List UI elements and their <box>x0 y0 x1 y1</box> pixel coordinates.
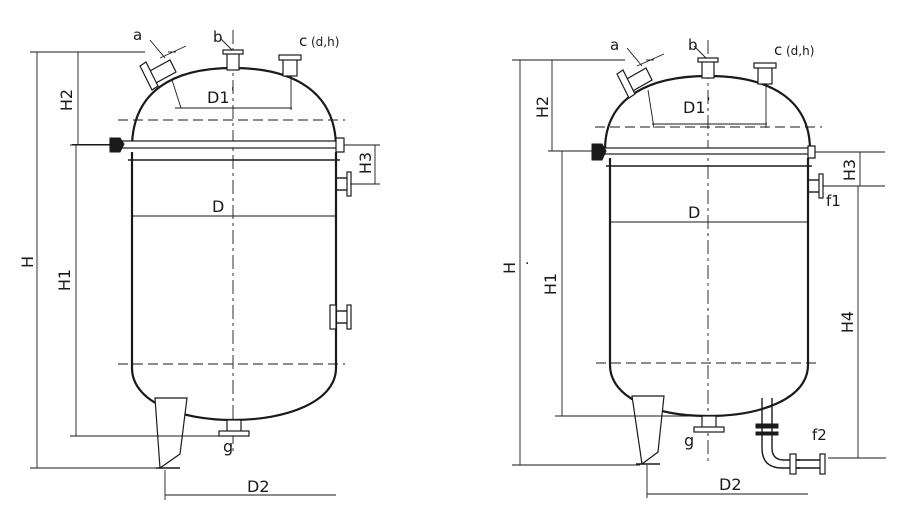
right-label-h3: H3 <box>840 159 859 181</box>
right-label-b: b <box>688 36 698 54</box>
right-label-g: g <box>684 431 694 450</box>
left-label-d1: D1 <box>207 88 230 107</box>
right-leader-b <box>693 45 707 59</box>
left-side-nozzle-lower <box>329 304 352 330</box>
right-label-h1: H1 <box>541 273 560 295</box>
left-label-h: H <box>18 256 37 268</box>
right-label-d2: D2 <box>719 475 742 494</box>
right-nozzle-b <box>697 57 719 79</box>
left-nozzle-b <box>222 49 244 71</box>
right-label-h: H <box>500 262 519 274</box>
right-support-leg <box>631 395 665 466</box>
right-label-c-suffix: (d,h) <box>786 44 814 58</box>
left-label-h3: H3 <box>356 152 375 174</box>
left-label-d: D <box>212 197 224 216</box>
vessel-left: a b c (d,h) D1 ' D g D2 H H2 H1 H3 <box>18 26 380 500</box>
left-leader-b <box>219 37 233 51</box>
left-nozzle-c <box>278 54 302 77</box>
left-label-d1-prime: ' <box>231 85 234 99</box>
left-outlet-g <box>218 419 250 437</box>
right-label-f2: f2 <box>812 426 827 444</box>
left-label-a: a <box>133 26 142 44</box>
right-label-h2: H2 <box>533 96 552 118</box>
left-label-d2: D2 <box>247 477 270 496</box>
right-nozzle-a <box>616 53 665 99</box>
right-flange-clamp-left <box>591 143 607 161</box>
left-body-flange <box>109 140 341 149</box>
right-outlet-g <box>693 415 725 433</box>
vessel-right: a b c (d,h) D1 ' D f1 f2 g D2 H · H2 H1 … <box>500 36 886 498</box>
left-label-h2: H2 <box>57 89 76 111</box>
right-label-d1: D1 <box>683 98 706 117</box>
right-drain-pipe-f2 <box>755 398 826 475</box>
left-support-leg <box>154 397 188 470</box>
right-d1-ext-left <box>647 89 655 129</box>
left-label-h1: H1 <box>55 269 74 291</box>
right-label-f1: f1 <box>826 192 841 210</box>
left-d1-ext-left <box>171 79 182 109</box>
right-body-flange <box>599 147 811 155</box>
right-label-h-mark: · <box>525 256 529 272</box>
right-leader-a <box>626 47 643 67</box>
left-leader-a <box>149 39 166 59</box>
left-label-c: c <box>299 32 307 50</box>
right-label-d: D <box>688 203 700 222</box>
right-side-nozzle-f1 <box>808 173 824 199</box>
left-label-g: g <box>223 437 233 456</box>
left-side-nozzle-upper <box>336 171 352 197</box>
right-label-h4: H4 <box>838 311 857 333</box>
left-nozzle-a <box>139 45 187 91</box>
right-label-a: a <box>610 36 619 54</box>
left-flange-clamp-right <box>335 137 345 153</box>
left-label-b: b <box>213 28 223 46</box>
right-flange-clamp-right <box>807 145 816 159</box>
right-nozzle-c <box>753 62 777 85</box>
right-label-c: c <box>774 41 782 59</box>
right-label-d1-prime: ' <box>707 95 710 109</box>
left-label-c-suffix: (d,h) <box>311 35 339 49</box>
left-flange-clamp-left <box>109 137 125 153</box>
